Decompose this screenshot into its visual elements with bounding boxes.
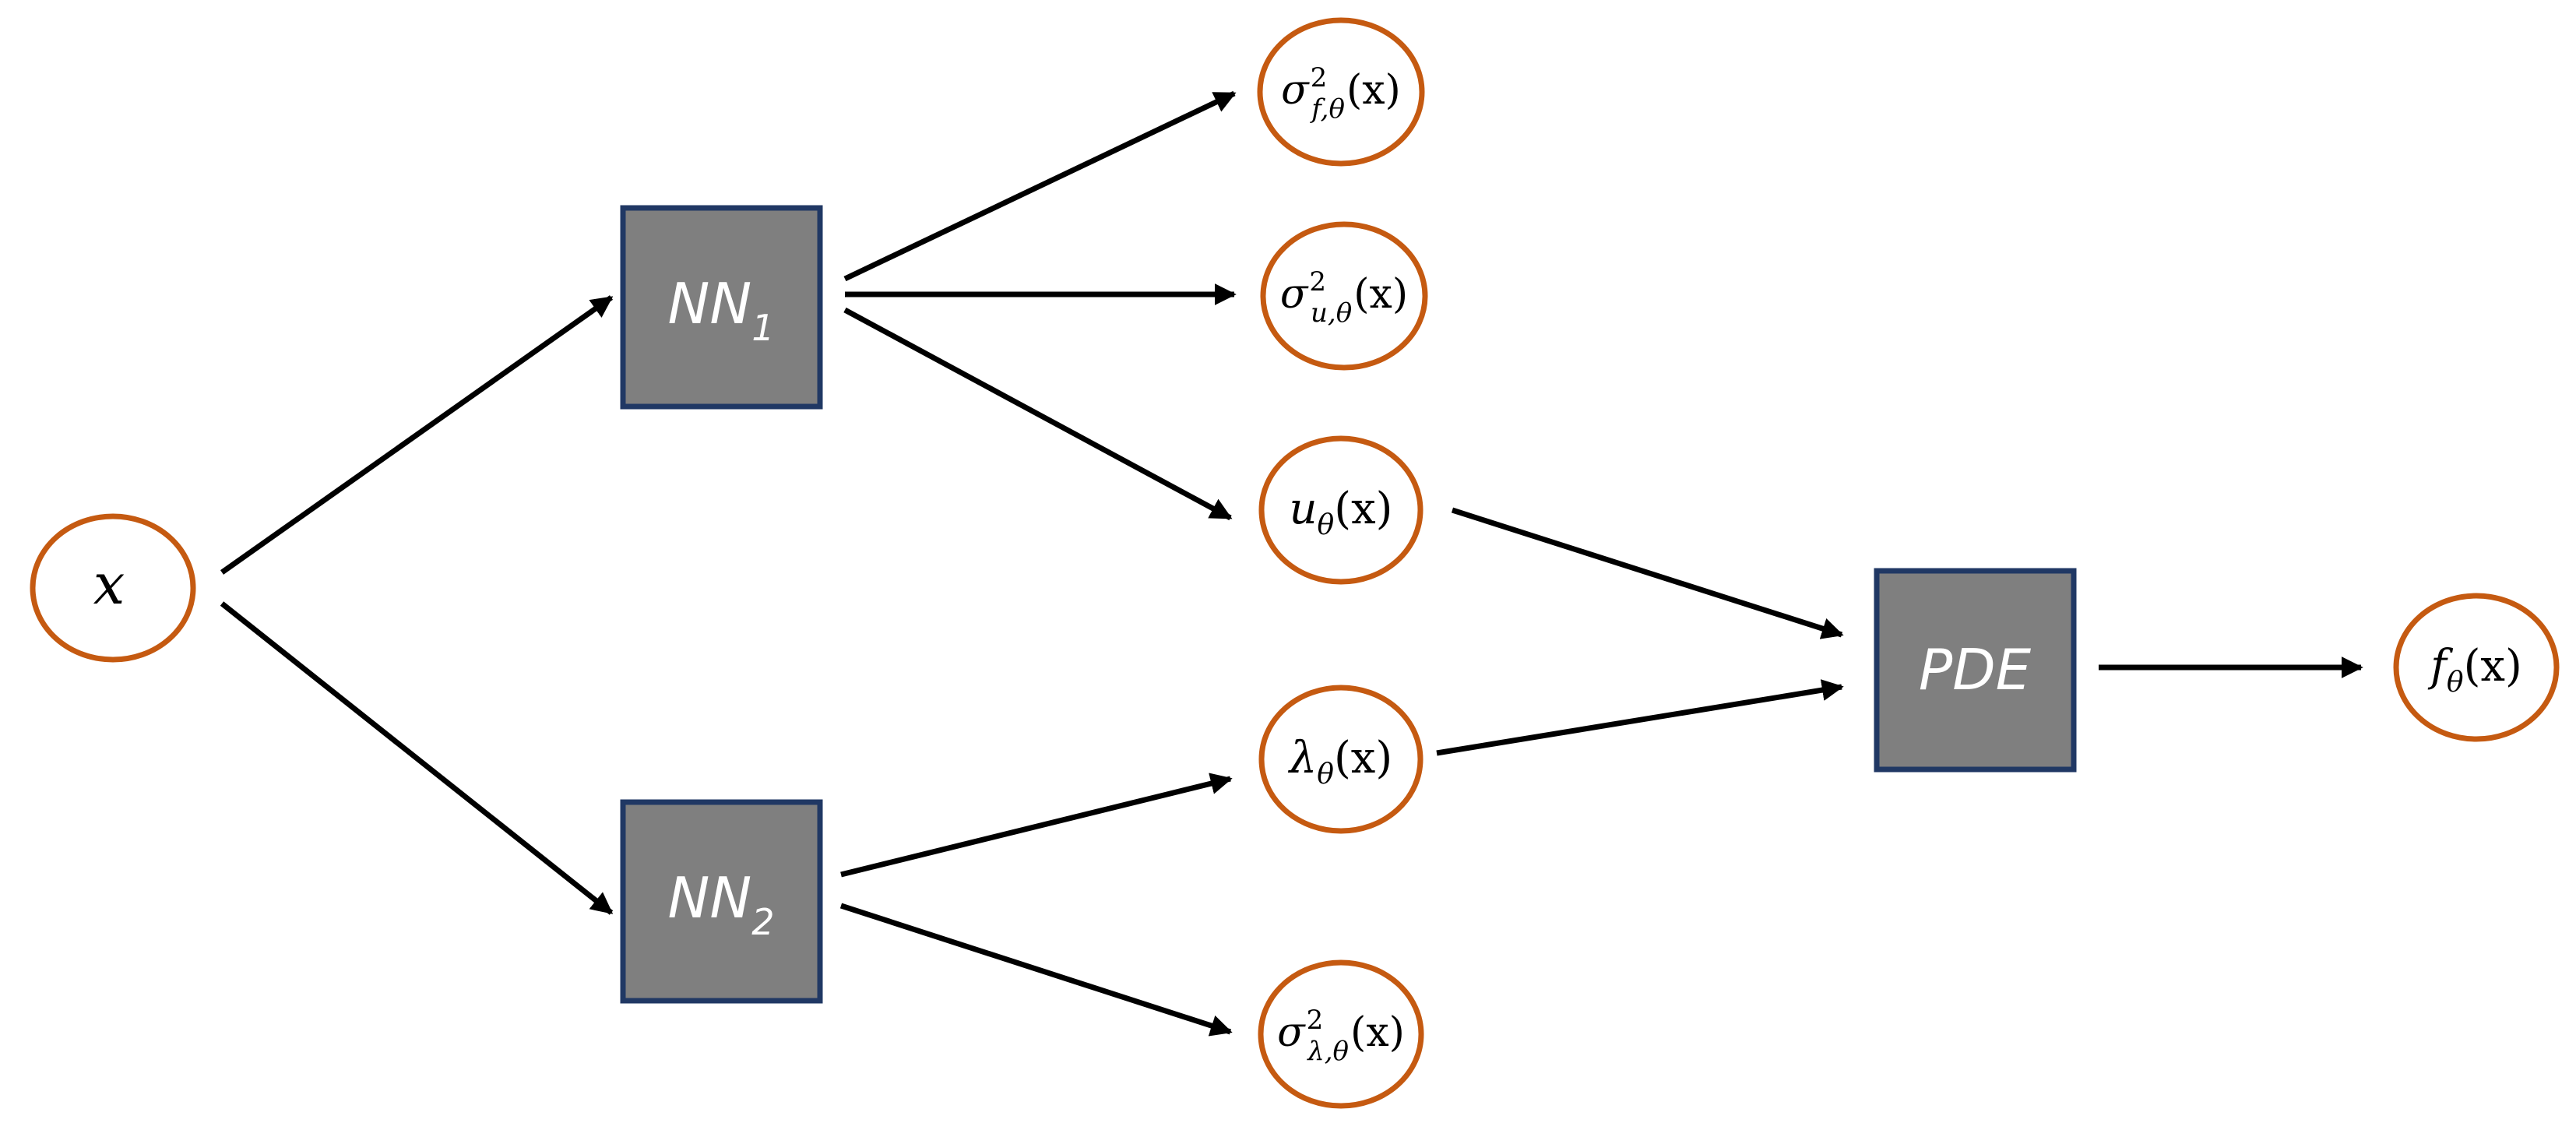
arrow-u-to-pde (1451, 507, 1844, 639)
arrow-nn1-to-u (843, 307, 1233, 521)
f-label: fθ(x) (2427, 641, 2522, 699)
u-label: uθ(x) (1289, 484, 1392, 541)
arrow-nn1-to-sigma-f (843, 90, 1237, 282)
node-u: uθ(x) (1258, 435, 1423, 585)
nn1-label: NN1 (668, 271, 775, 349)
node-lambda: λθ(x) (1258, 685, 1423, 834)
arrow-x-to-nn1 (220, 295, 614, 575)
arrow-nn2-to-lambda (840, 773, 1233, 878)
node-pde: PDE (1874, 568, 2077, 773)
pde-label: PDE (1919, 637, 2032, 702)
node-nn1: NN1 (620, 205, 823, 410)
arrow-nn2-to-sigma-lambda (839, 903, 1233, 1037)
node-output-f: fθ(x) (2393, 593, 2560, 742)
arrow-x-to-nn2 (220, 601, 614, 915)
node-input-x: x (30, 513, 196, 663)
nn2-label: NN2 (668, 865, 775, 943)
node-nn2: NN2 (620, 799, 823, 1004)
lambda-label: λθ(x) (1288, 733, 1392, 790)
edges (220, 90, 2363, 1037)
input-label: x (93, 551, 125, 617)
arrow-lambda-to-pde (1436, 679, 1844, 756)
